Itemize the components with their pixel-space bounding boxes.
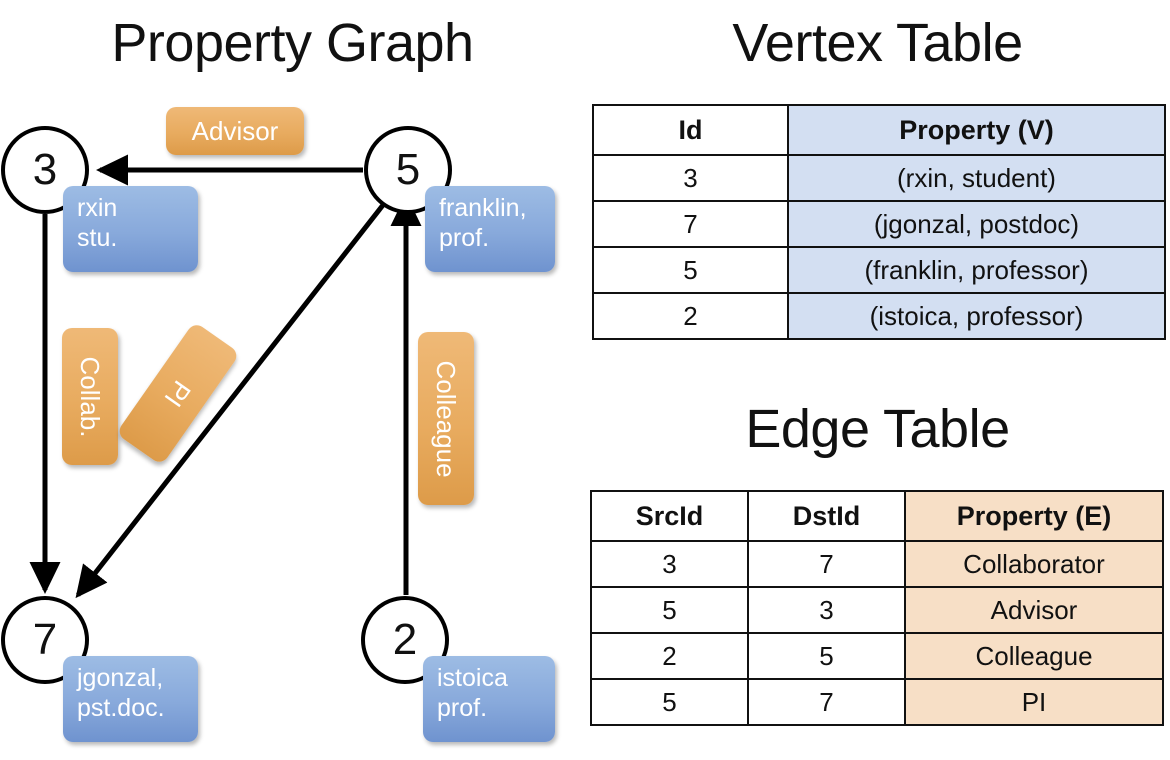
vertex-property-jgonzal-line1: jgonzal, (77, 664, 164, 692)
vertex-cell-property: (istoica, professor) (787, 292, 1166, 340)
edge-cell-srcid: 3 (590, 540, 749, 588)
edge-label-box-collab: Collab. (62, 328, 118, 465)
vertex-cell-property: (rxin, student) (787, 154, 1166, 202)
edge-label-advisor: Advisor (191, 116, 279, 146)
vertex-cell-id: 3 (592, 154, 789, 202)
edge-5-to-7-pi (75, 203, 385, 599)
edge-table: SrcId DstId Property (E) 3 7 Collaborato… (590, 490, 1164, 726)
page-title-property-graph: Property Graph (111, 13, 474, 73)
table-row: 2 (istoica, professor) (592, 292, 1166, 340)
edge-label-pi: PI (158, 374, 198, 413)
table-row: 3 7 Collaborator (590, 540, 1164, 588)
vertex-header-property: Property (V) (787, 104, 1166, 156)
vertex-cell-id: 7 (592, 200, 789, 248)
edge-cell-dstid: 3 (747, 586, 906, 634)
edge-cell-dstid: 7 (747, 678, 906, 726)
edge-header-dstid: DstId (747, 490, 906, 542)
edge-cell-dstid: 7 (747, 540, 906, 588)
table-header-row: SrcId DstId Property (E) (590, 490, 1164, 542)
vertex-property-rxin-line2: stu. (77, 223, 118, 252)
edge-label-collab: Collab. (75, 356, 105, 437)
graph-node-3-label: 3 (32, 145, 58, 194)
graph-node-7-label: 7 (32, 615, 58, 664)
edge-cell-srcid: 2 (590, 632, 749, 680)
vertex-property-box-jgonzal: jgonzal, pst.doc. (63, 656, 198, 742)
table-row: 5 7 PI (590, 678, 1164, 726)
vertex-cell-property: (jgonzal, postdoc) (787, 200, 1166, 248)
graph-node-5-label: 5 (395, 145, 421, 194)
vertex-property-istoica-line2: prof. (437, 693, 488, 722)
vertex-property-box-rxin: rxin stu. (63, 186, 198, 272)
graph-node-3[interactable]: 3 (1, 126, 89, 214)
page-title-vertex-table: Vertex Table (732, 13, 1023, 73)
table-header-row: Id Property (V) (592, 104, 1166, 156)
edge-header-property: Property (E) (904, 490, 1164, 542)
table-row: 5 3 Advisor (590, 586, 1164, 634)
property-graph-diagram: 3 5 7 2 rxin stu. franklin, prof. jgonza… (0, 90, 585, 760)
graph-node-2-label: 2 (392, 615, 418, 664)
edge-cell-srcid: 5 (590, 678, 749, 726)
vertex-property-box-franklin: franklin, prof. (425, 186, 555, 272)
table-row: 2 5 Colleague (590, 632, 1164, 680)
edge-label-colleague: Colleague (431, 359, 461, 478)
vertex-property-istoica-line1: istoica (437, 664, 508, 692)
edge-header-srcid: SrcId (590, 490, 749, 542)
page-title-edge-table: Edge Table (745, 399, 1010, 459)
edge-cell-dstid: 5 (747, 632, 906, 680)
vertex-property-franklin-line1: franklin, (439, 194, 527, 222)
edge-label-box-colleague: Colleague (418, 332, 474, 505)
vertex-header-id: Id (592, 104, 789, 156)
vertex-property-franklin-line2: prof. (439, 223, 490, 252)
table-row: 7 (jgonzal, postdoc) (592, 200, 1166, 248)
table-row: 3 (rxin, student) (592, 154, 1166, 202)
edge-cell-property: Advisor (904, 586, 1164, 634)
table-row: 5 (franklin, professor) (592, 246, 1166, 294)
vertex-cell-id: 5 (592, 246, 789, 294)
edge-cell-property: Collaborator (904, 540, 1164, 588)
edge-cell-property: Colleague (904, 632, 1164, 680)
edge-label-box-advisor: Advisor (166, 107, 304, 155)
vertex-property-box-istoica: istoica prof. (423, 656, 555, 742)
edge-cell-srcid: 5 (590, 586, 749, 634)
vertex-property-rxin-line1: rxin (77, 194, 118, 222)
vertex-cell-property: (franklin, professor) (787, 246, 1166, 294)
graph-edges-svg (29, 154, 422, 599)
vertex-table: Id Property (V) 3 (rxin, student) 7 (jgo… (592, 104, 1166, 340)
vertex-cell-id: 2 (592, 292, 789, 340)
edge-cell-property: PI (904, 678, 1164, 726)
vertex-property-jgonzal-line2: pst.doc. (77, 693, 165, 722)
graph-node-5[interactable]: 5 (364, 126, 452, 214)
